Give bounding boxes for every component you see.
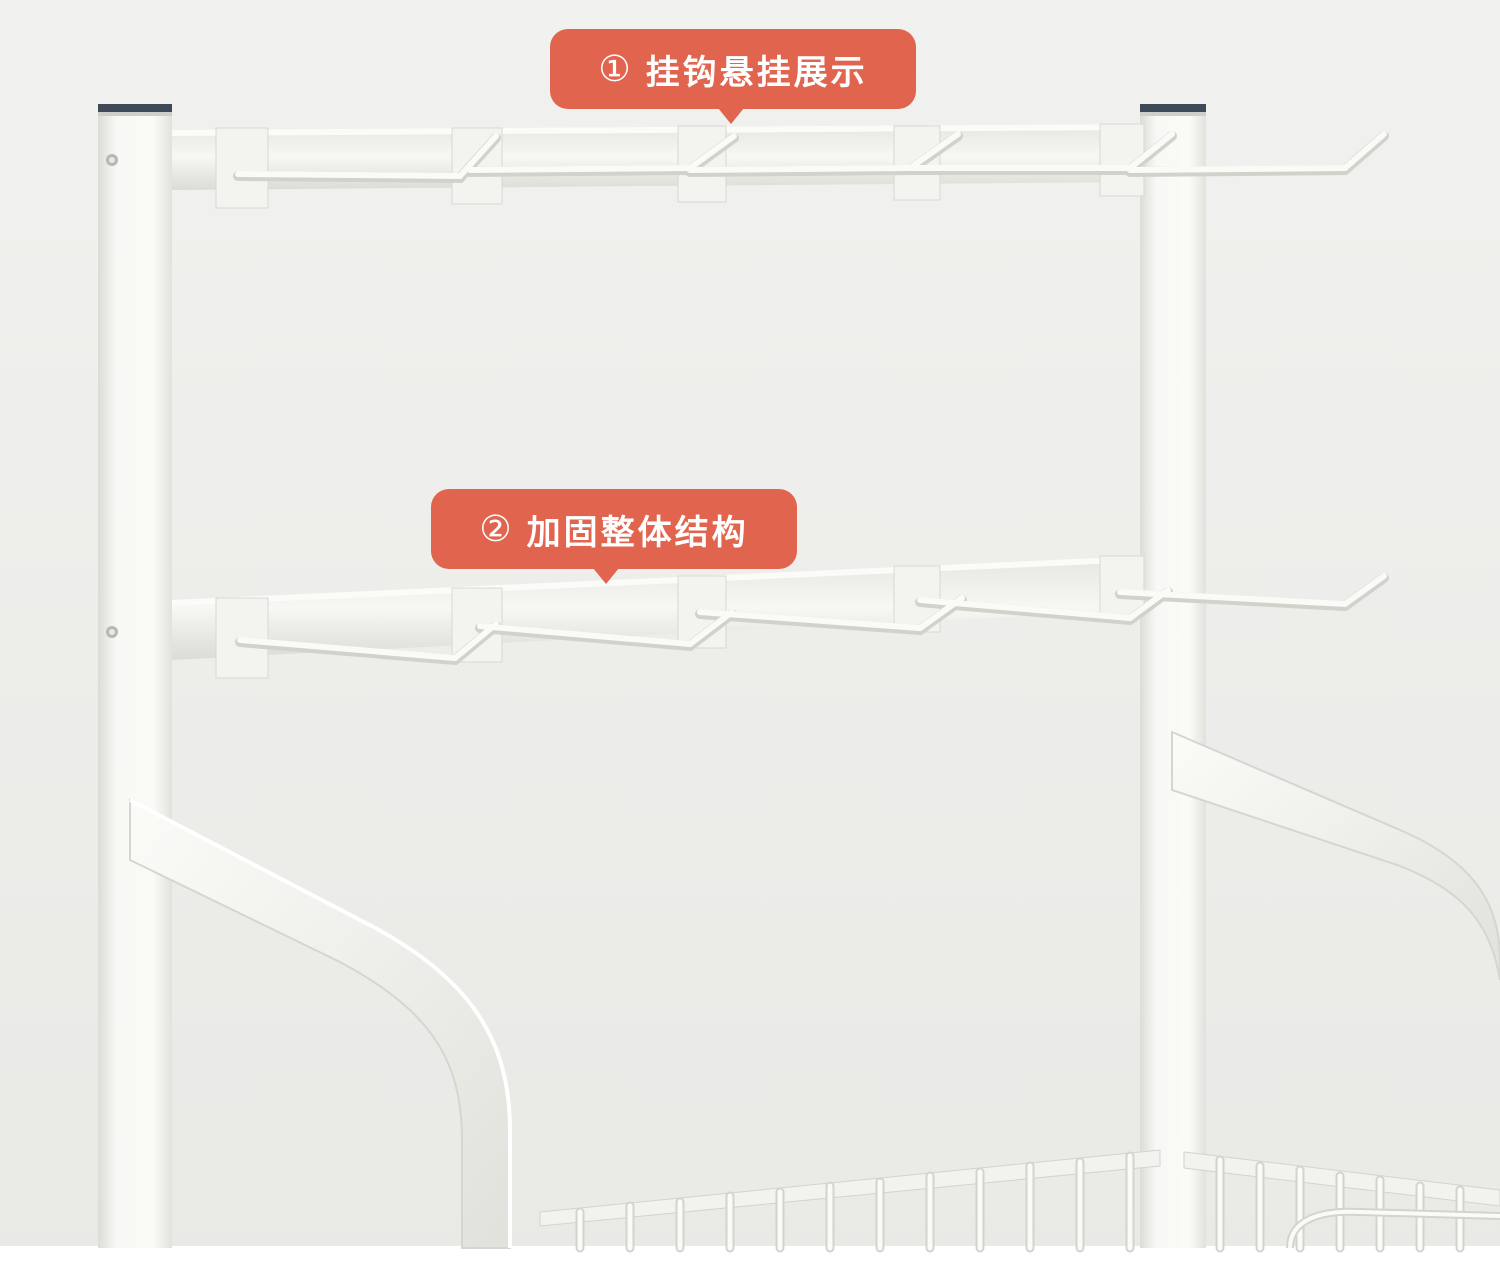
callout-number: ① xyxy=(598,48,634,90)
right-curved-arm xyxy=(1171,730,1500,981)
callout-hook-display: ① 挂钩悬挂展示 xyxy=(550,29,916,124)
wire-basket xyxy=(539,1149,1500,1253)
lower-crossbar xyxy=(172,555,1145,679)
bottom-band xyxy=(0,1246,1500,1276)
right-post xyxy=(1140,104,1206,1248)
lower-hooks xyxy=(235,573,1389,666)
left-curved-arm xyxy=(129,798,512,1249)
callout-label: 挂钩悬挂展示 xyxy=(645,52,868,93)
left-post xyxy=(98,104,172,1248)
callout-label: 加固整体结构 xyxy=(526,512,749,553)
callout-reinforced-structure: ② 加固整体结构 xyxy=(431,489,797,584)
callout-number: ② xyxy=(479,508,515,550)
upper-hooks xyxy=(233,131,1389,184)
